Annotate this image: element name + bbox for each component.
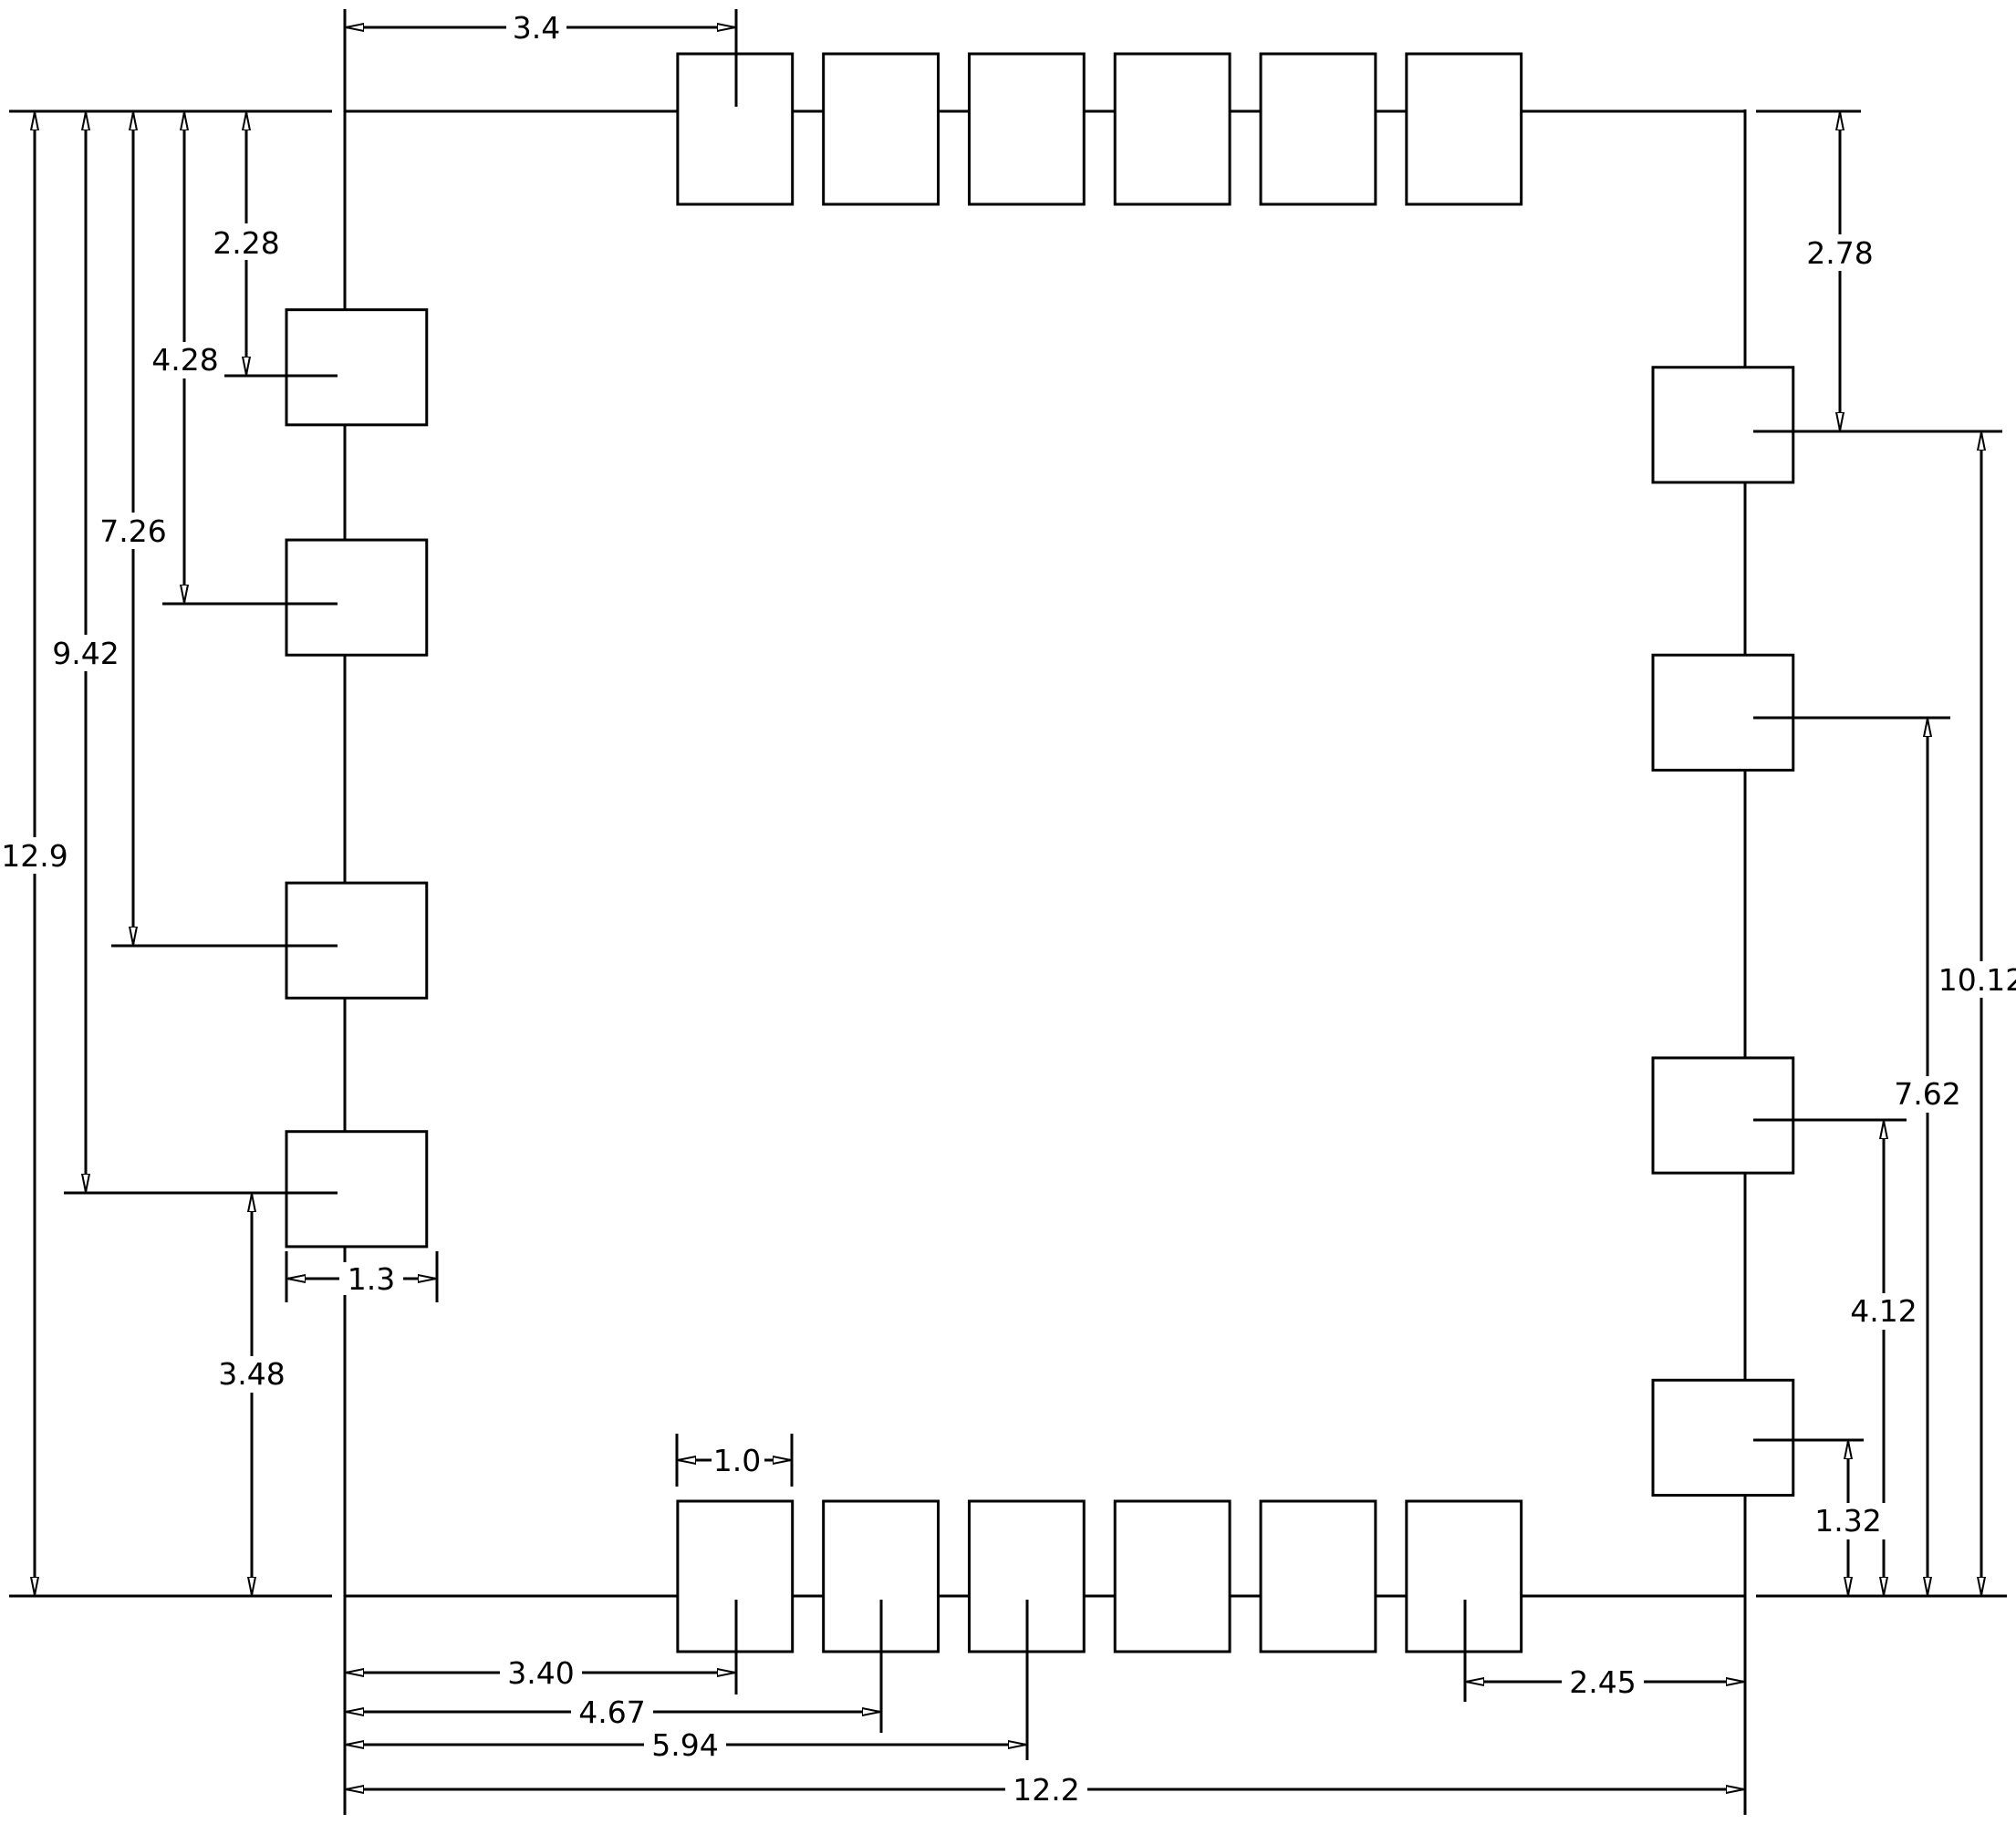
dim-label-10-12: 10.12 xyxy=(1938,962,2016,998)
dim-label-1-3: 1.3 xyxy=(348,1261,395,1297)
dim-label-1-0: 1.0 xyxy=(713,1443,761,1478)
dim-label-12-2: 12.2 xyxy=(1013,1772,1079,1808)
right-pad-column xyxy=(1651,366,1795,1498)
dim-label-2-45: 2.45 xyxy=(1569,1664,1636,1700)
bottom-pad-row xyxy=(676,1499,1523,1653)
dim-label-2-28: 2.28 xyxy=(213,225,279,261)
dim-label-7-26: 7.26 xyxy=(99,513,166,549)
bottom-pad-4 xyxy=(1113,1499,1231,1653)
dim-label-4-67: 4.67 xyxy=(578,1694,645,1730)
top-pad-2 xyxy=(822,52,940,206)
dim-label-4-28: 4.28 xyxy=(151,342,218,378)
dim-label-1-32: 1.32 xyxy=(1814,1503,1881,1539)
dim-label-4-12: 4.12 xyxy=(1850,1293,1917,1329)
left-pad-column xyxy=(285,308,429,1249)
left-pad-2 xyxy=(285,538,429,657)
top-pad-4 xyxy=(1113,52,1231,206)
dim-label-5-94: 5.94 xyxy=(651,1727,718,1763)
dim-label-7-62: 7.62 xyxy=(1894,1076,1960,1112)
dim-label-12-9: 12.9 xyxy=(1,838,68,874)
right-pad-2 xyxy=(1651,653,1795,772)
right-pad-3 xyxy=(1651,1056,1795,1175)
top-pad-3 xyxy=(967,52,1086,206)
left-pad-3 xyxy=(285,881,429,1000)
right-pad-1 xyxy=(1651,366,1795,484)
top-pad-6 xyxy=(1405,52,1523,206)
dim-label-3-48: 3.48 xyxy=(218,1356,285,1392)
right-pad-4 xyxy=(1651,1378,1795,1498)
dim-label-9-42: 9.42 xyxy=(52,636,119,671)
top-pad-5 xyxy=(1259,52,1377,206)
dim-label-top-3-4: 3.4 xyxy=(513,10,560,46)
left-pad-4 xyxy=(285,1130,429,1249)
dim-label-2-78: 2.78 xyxy=(1806,235,1873,271)
top-pad-row xyxy=(676,52,1523,206)
dim-label-3-40: 3.40 xyxy=(507,1655,574,1691)
dimension-labels: 3.4 2.28 4.28 7.26 9.42 12.9 1.3 3.48 2.… xyxy=(1,10,2016,1808)
bottom-pad-5 xyxy=(1259,1499,1377,1653)
left-pad-1 xyxy=(285,308,429,427)
extension-lines xyxy=(64,9,2002,1760)
